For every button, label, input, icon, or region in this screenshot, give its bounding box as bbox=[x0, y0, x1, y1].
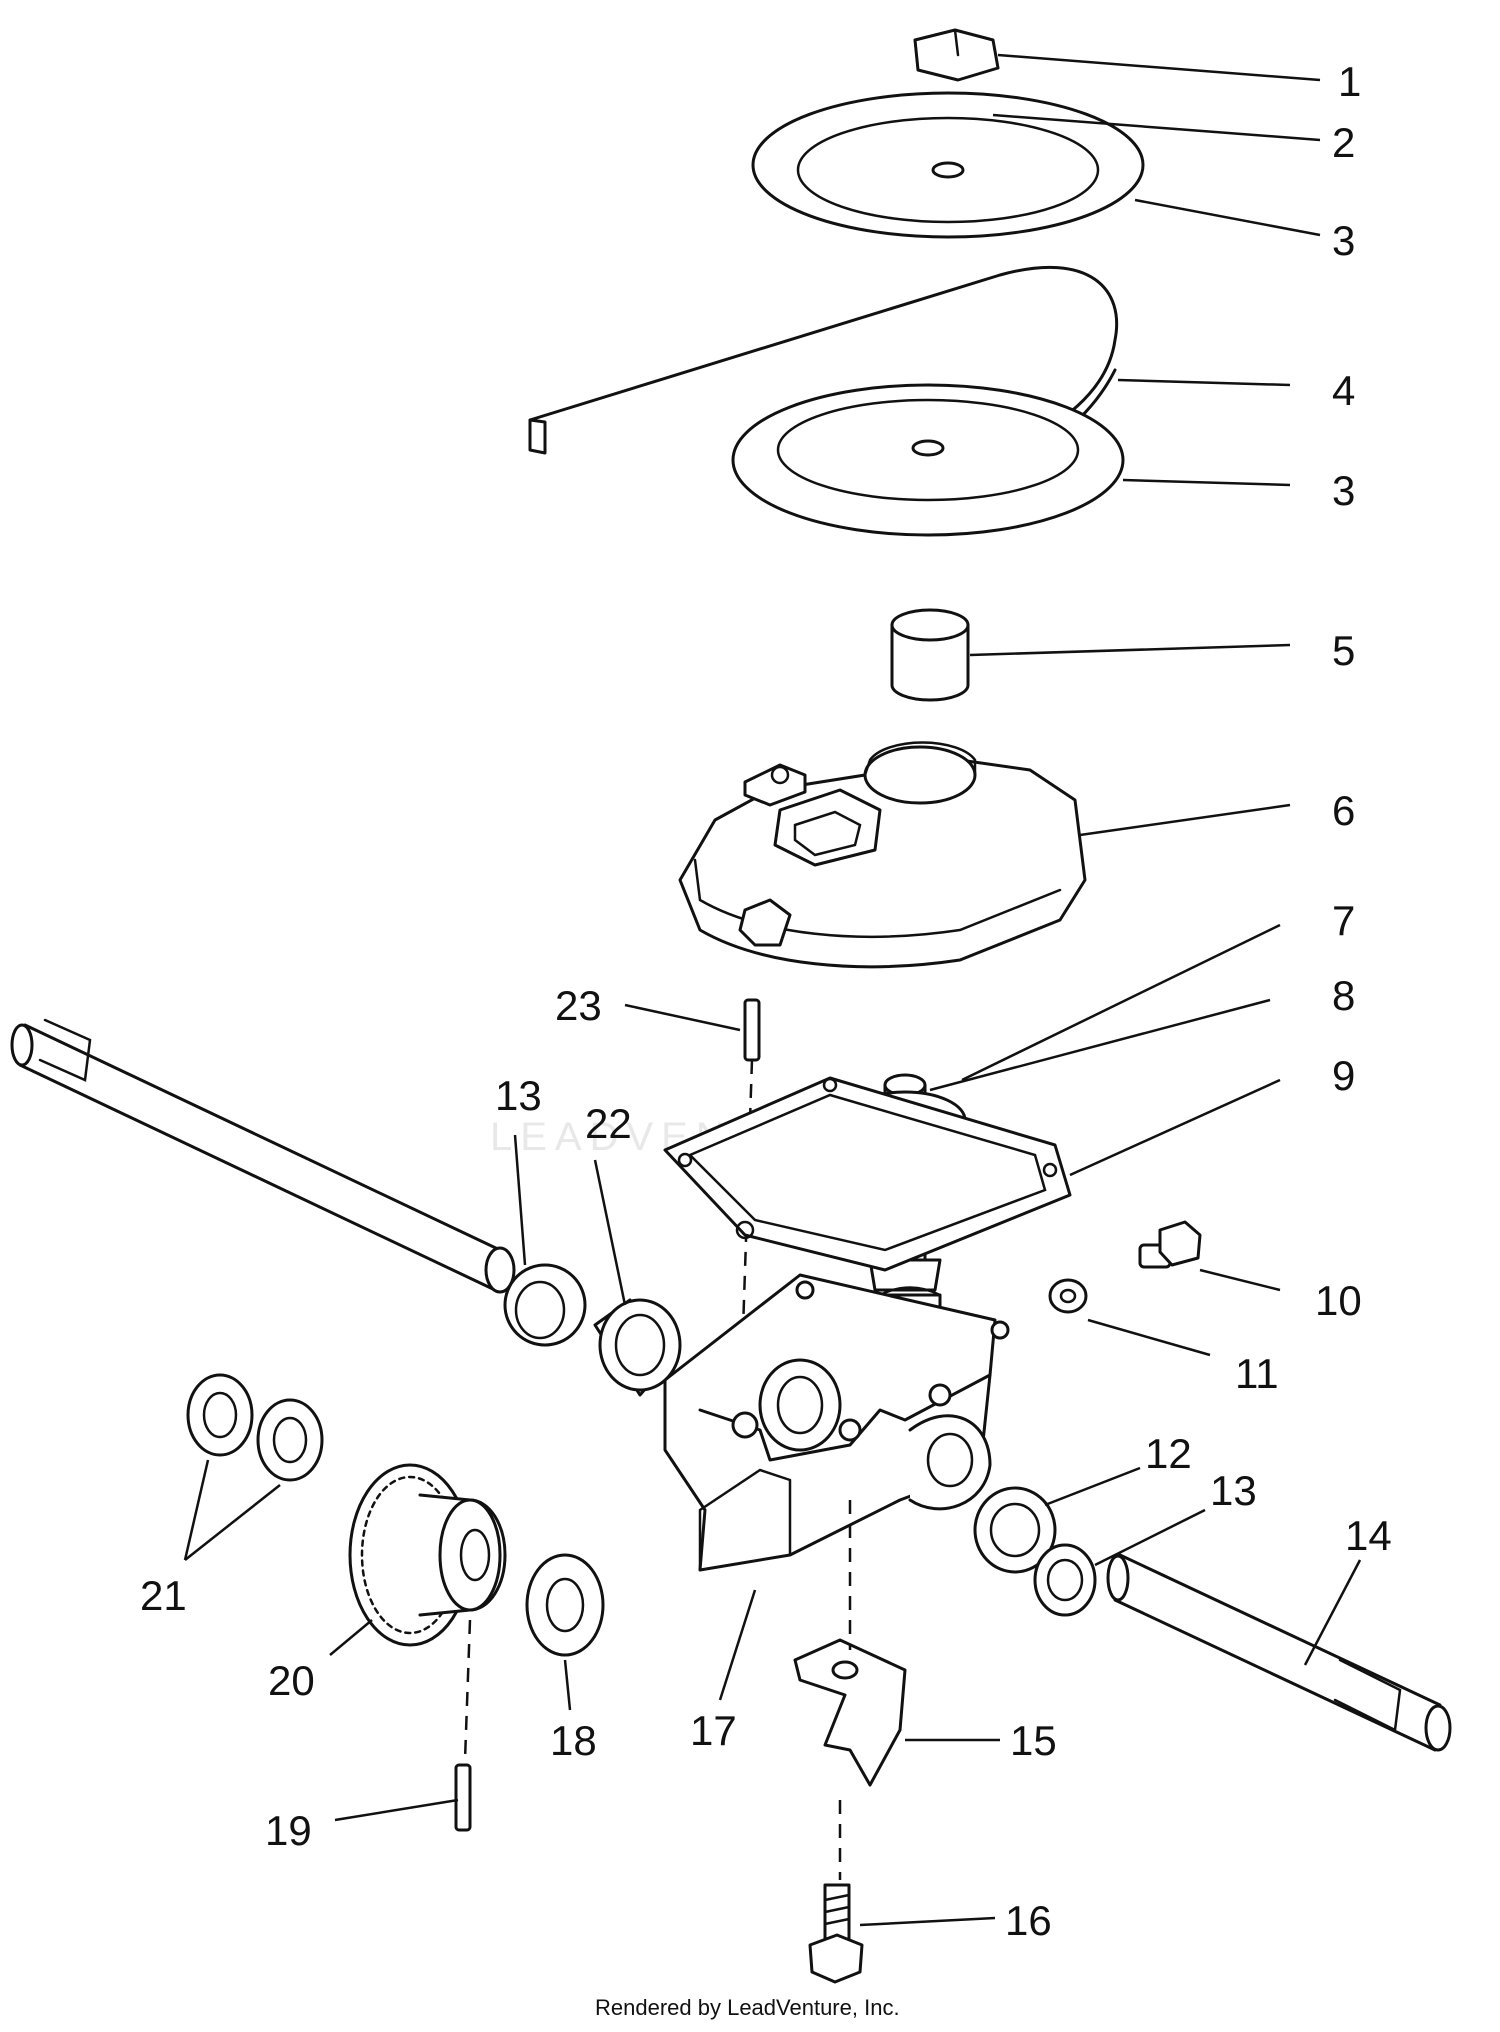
callout-12: 12 bbox=[1145, 1430, 1192, 1477]
callout-1: 1 bbox=[1338, 58, 1361, 105]
part-13-seal-left bbox=[503, 1263, 587, 1347]
part-3-upper-plate bbox=[751, 91, 1145, 239]
part-12-bushing-right bbox=[973, 1486, 1057, 1574]
part-11-washer bbox=[1048, 1278, 1088, 1314]
part-9-gasket bbox=[663, 1076, 1072, 1272]
callout-20: 20 bbox=[268, 1657, 315, 1704]
part-22-bushing bbox=[593, 1298, 682, 1397]
callout-22: 22 bbox=[585, 1100, 632, 1147]
callout-9: 9 bbox=[1332, 1052, 1355, 1099]
callout-16: 16 bbox=[1005, 1897, 1052, 1944]
part-13-seal-right bbox=[1033, 1543, 1097, 1617]
part-6-gear-case-cover bbox=[678, 741, 1087, 969]
part-21-thrust-washers bbox=[186, 1373, 324, 1482]
callout-17: 17 bbox=[690, 1707, 737, 1754]
left-axle-shaft bbox=[10, 1018, 516, 1294]
callout-3-lower: 3 bbox=[1332, 467, 1355, 514]
callout-10: 10 bbox=[1315, 1277, 1362, 1324]
part-10-bolt bbox=[1138, 1220, 1202, 1269]
part-3-lower-plate bbox=[731, 383, 1125, 537]
part-16-shoulder-bolt bbox=[808, 1883, 864, 1984]
part-19-roll-pin bbox=[454, 1763, 472, 1832]
callout-6: 6 bbox=[1332, 787, 1355, 834]
callout-8: 8 bbox=[1332, 972, 1355, 1019]
part-14-right-axle-shaft bbox=[1106, 1553, 1452, 1752]
part-18-washer bbox=[525, 1553, 605, 1657]
callout-18: 18 bbox=[550, 1717, 597, 1764]
part-15-shift-fork bbox=[793, 1638, 907, 1787]
callout-2: 2 bbox=[1332, 119, 1355, 166]
callout-4: 4 bbox=[1332, 367, 1355, 414]
part-20-drive-gear bbox=[348, 1463, 507, 1647]
part-17-gear-housing bbox=[663, 1273, 1010, 1572]
callout-13-right: 13 bbox=[1210, 1467, 1257, 1514]
callout-21: 21 bbox=[140, 1572, 187, 1619]
callout-3-upper: 3 bbox=[1332, 217, 1355, 264]
callout-labels: 1 2 3 4 3 5 6 7 8 9 10 11 12 13 14 15 16… bbox=[140, 58, 1392, 1944]
callout-23: 23 bbox=[555, 982, 602, 1029]
callout-15: 15 bbox=[1010, 1717, 1057, 1764]
part-1-hex-nut bbox=[913, 28, 1000, 82]
part-5-bushing bbox=[890, 608, 970, 702]
callout-14: 14 bbox=[1345, 1512, 1392, 1559]
part-23-roll-pin bbox=[743, 998, 761, 1062]
callout-11: 11 bbox=[1235, 1350, 1279, 1397]
callout-7: 7 bbox=[1332, 897, 1355, 944]
alignment-line-gear-pin bbox=[463, 1619, 472, 1761]
leader-lines bbox=[183, 53, 1362, 1927]
credit-text: Rendered by LeadVenture, Inc. bbox=[595, 1995, 900, 2020]
callout-5: 5 bbox=[1332, 627, 1355, 674]
callout-19: 19 bbox=[265, 1807, 312, 1854]
callout-13-left: 13 bbox=[495, 1072, 542, 1119]
